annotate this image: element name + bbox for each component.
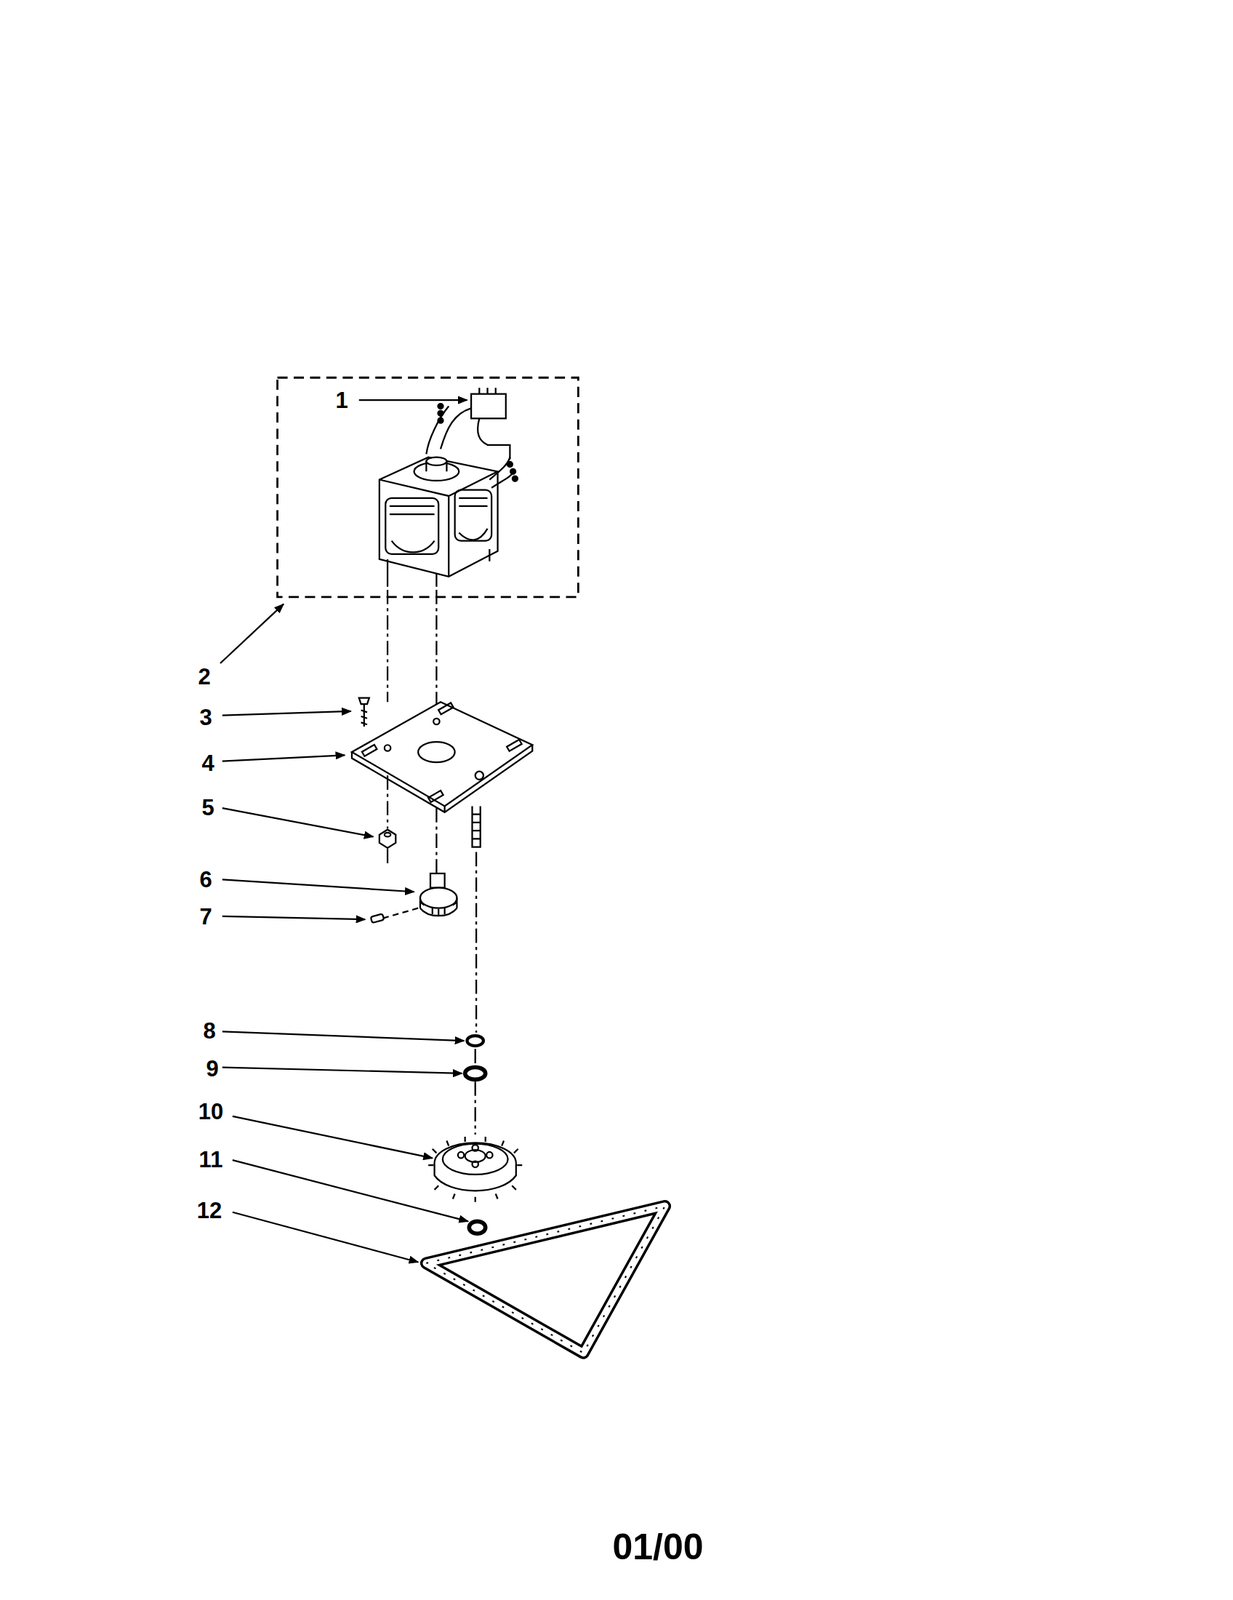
callout-number: 3 (199, 705, 212, 729)
date-code: 01/00 (612, 1528, 704, 1565)
callout-number: 10 (198, 1099, 224, 1123)
callout-number: 6 (199, 868, 212, 891)
callout-number: 9 (205, 1057, 219, 1080)
callout-number: 12 (197, 1198, 222, 1222)
callout-number: 8 (202, 1019, 216, 1042)
callout-number: 2 (197, 665, 211, 688)
callout-number: 1 (335, 388, 348, 412)
callout-number: 4 (201, 751, 214, 775)
callout-number: 11 (199, 1147, 224, 1171)
callout-number: 7 (199, 905, 212, 928)
callout-number: 5 (201, 796, 214, 819)
